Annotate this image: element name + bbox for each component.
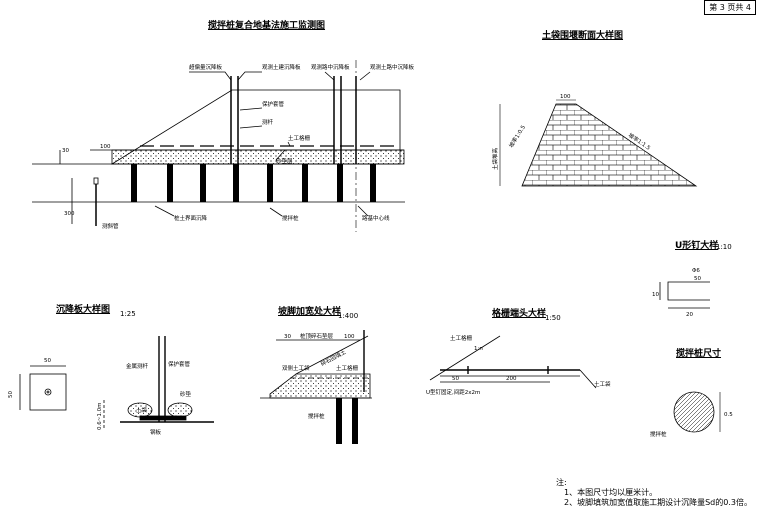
u-nail-phi: Φ6 (692, 268, 700, 274)
label-pile-top: 桩土界面沉降 (174, 214, 208, 222)
sandbag-section-diagram (499, 99, 698, 187)
label-settle-plate-2: 观测土建沉降板 (262, 63, 301, 71)
u-nail-20: 20 (686, 312, 693, 318)
settle-plate-diagram (19, 336, 214, 430)
anchor-u-nail: U型钉固定,间距2x2m (426, 388, 480, 396)
dim-30: 30 (62, 148, 69, 154)
sandbag-top-width: 100 (560, 94, 571, 100)
anchor-dim-200: 200 (506, 376, 517, 382)
dim-300: 300 (64, 211, 75, 217)
page-number: 第 3 页共 4 (704, 0, 756, 15)
toe-gravel: 双侧土工袋 (282, 364, 310, 372)
sandbag-height: 土袋堆高 (491, 147, 499, 170)
toe-scale: 1:400 (338, 312, 359, 320)
toe-pile-label: 搅拌桩 (308, 412, 325, 420)
settle-plate-title: 沉降板大样图 (56, 305, 111, 315)
anchor-detail-diagram (429, 335, 597, 389)
label-protect-pipe: 保护套管 (262, 100, 285, 108)
label-settle-plate-1: 超偏量沉降板 (189, 63, 223, 71)
toe-dim-30: 30 (284, 334, 291, 340)
pile-size-title: 搅拌桩尺寸 (676, 349, 722, 359)
anchor-slope: 1:n (474, 346, 483, 352)
anchor-title: 格栅端头大样 (492, 309, 547, 319)
main-diagram-title: 搅拌桩复合地基法施工监测图 (208, 21, 326, 31)
settle-plate-scale: 1:25 (120, 310, 136, 318)
anchor-sandbag: 土工袋 (594, 380, 611, 388)
toe-slope-label: 桩顶碎石垫层 (300, 332, 334, 340)
sandbag-section-title: 土袋围堰断面大样图 (542, 31, 624, 41)
settle-plate-rod: 金属测杆 (126, 362, 149, 370)
sandbag-left-slope: 坡率1:0.5 (507, 123, 527, 149)
pile-row (131, 164, 376, 202)
anchor-dim-50: 50 (452, 376, 459, 382)
notes-block: 注: 1、本图尺寸均以厘米计。 2、坡脚填筑加宽值取施工期设计沉降量Sd的0.3… (556, 478, 752, 508)
toe-pile-2 (352, 398, 358, 444)
toe-widening-diagram (260, 330, 372, 399)
u-nail-scale: 1:10 (716, 243, 732, 251)
label-settle-plate-4: 观测土路中沉降板 (370, 63, 415, 71)
u-nail-diagram (659, 281, 710, 309)
notes-head: 注: (556, 478, 567, 487)
u-nail-10: 10 (652, 292, 659, 298)
label-steel-pipe: 测杆 (262, 118, 274, 126)
note-line-1: 1、本图尺寸均以厘米计。 (564, 488, 658, 497)
settle-plate-sand: 土袋 (136, 406, 148, 414)
label-cushion: 砂垫层 (276, 157, 293, 165)
pile-diameter: 0.5 (724, 412, 733, 418)
label-pile: 搅拌桩 (282, 214, 299, 222)
pile-size-diagram (673, 391, 721, 433)
settle-plate-cover: 保护套管 (168, 360, 191, 368)
pile-size-name: 搅拌桩 (650, 430, 667, 438)
dim-100: 100 (100, 144, 111, 150)
label-inclinometer: 测斜管 (102, 222, 119, 230)
toe-pile-1 (336, 398, 342, 444)
settle-plate-plate: 钢板 (150, 428, 162, 436)
anchor-geogrid: 土工格栅 (450, 334, 473, 342)
label-geogrid: 土工格栅 (288, 134, 311, 142)
note-line-2: 2、坡脚填筑加宽值取施工期设计沉降量Sd的0.3倍。 (564, 498, 752, 507)
toe-dim-100: 100 (344, 334, 355, 340)
anchor-scale: 1:50 (545, 314, 561, 322)
label-settle-plate-3: 观测路中沉降板 (311, 63, 350, 71)
settle-plate-width: 50 (44, 358, 51, 364)
u-nail-50: 50 (694, 276, 701, 282)
label-pile-center: 路基中心线 (362, 214, 390, 222)
settle-plate-height: 50 (8, 391, 14, 398)
toe-backfill: 碎石回填土 (319, 348, 347, 368)
u-nail-title: U形钉大样 (675, 241, 719, 251)
main-monitoring-diagram (32, 60, 405, 232)
toe-geogrid: 土工格栅 (336, 364, 359, 372)
toe-title: 坡脚加宽处大样 (278, 307, 342, 317)
settle-plate-depth: 0.6~1.0m (97, 403, 103, 430)
settle-plate-gravel: 砂垫 (180, 390, 192, 398)
